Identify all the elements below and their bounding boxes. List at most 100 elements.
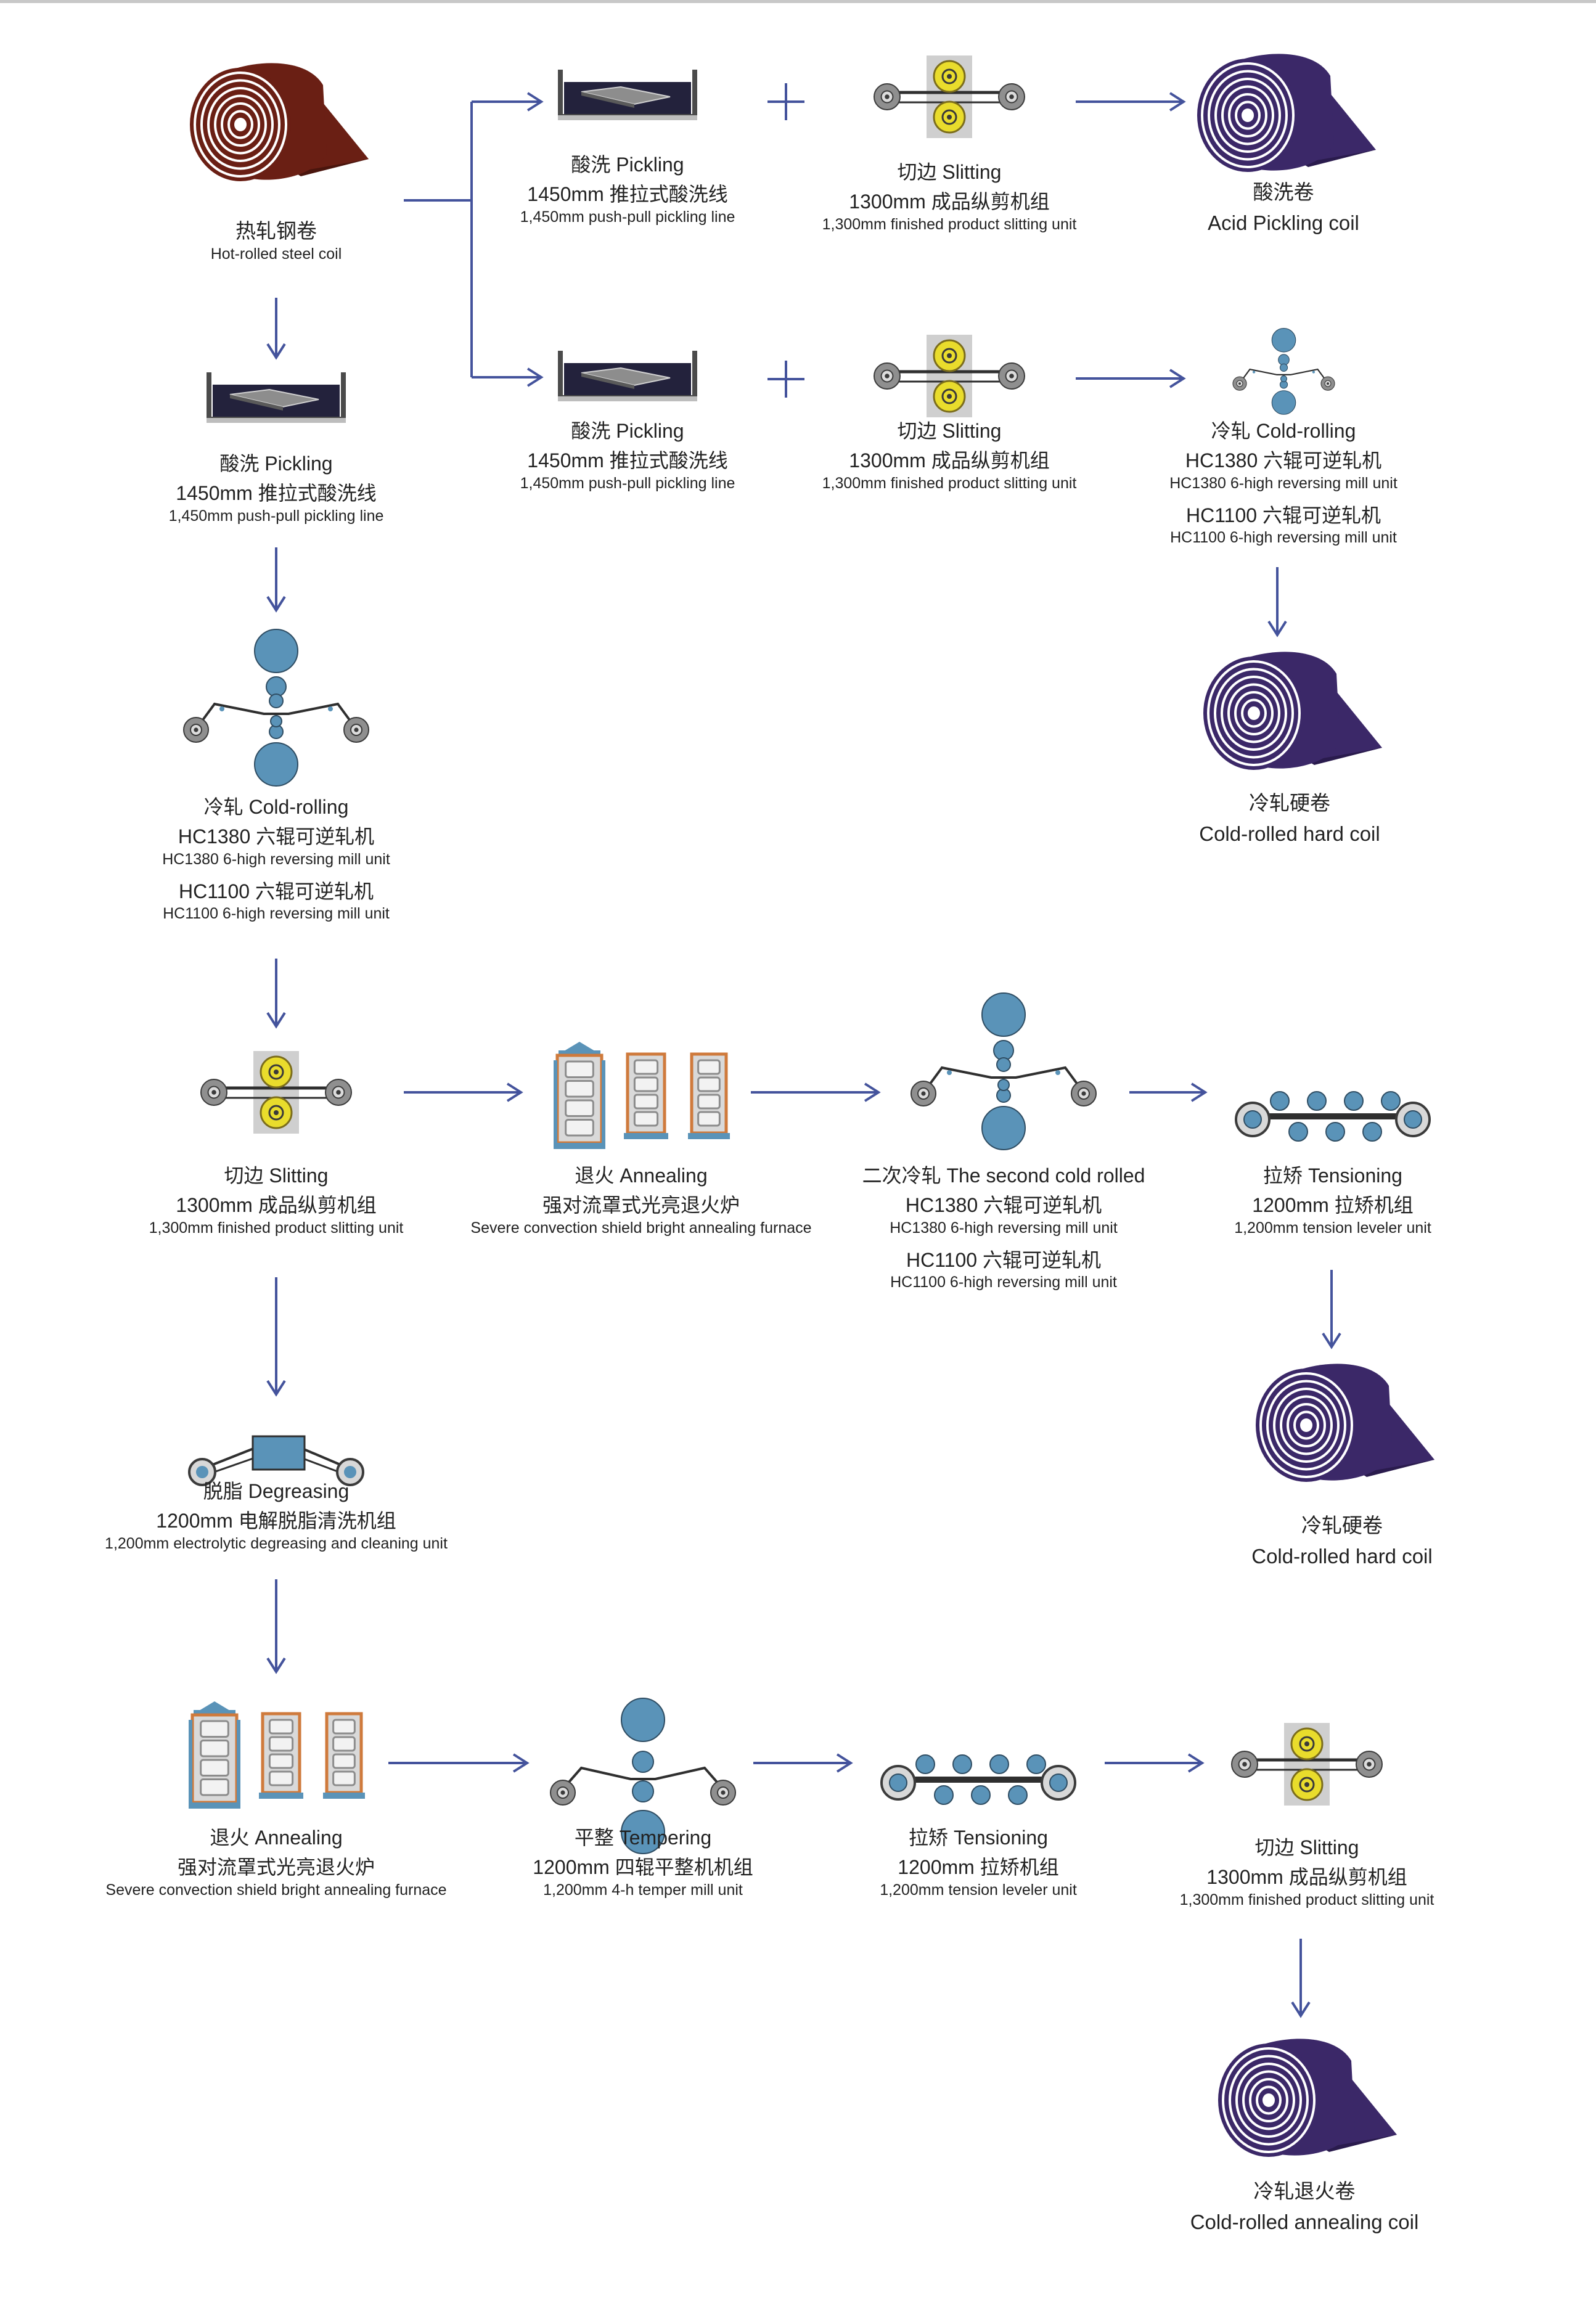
- acid-pickling-coil-caption: 酸洗卷 Acid Pickling coil: [1037, 180, 1530, 235]
- slitting-bottom-spec-zh: 1300mm 成品纵剪机组: [1206, 1866, 1407, 1889]
- arrow-to-tensioning-mid: [1129, 1082, 1208, 1102]
- purple-coil-icon: [1256, 1364, 1434, 1482]
- cold-rolling-left-spec2-en: HC1100 6-high reversing mill unit: [163, 905, 390, 923]
- tensioning-mid-spec-zh: 1200mm 拉矫机组: [1252, 1194, 1414, 1217]
- cold-rolled-hard-coil-1-caption: 冷轧硬卷 Cold-rolled hard coil: [1043, 791, 1536, 846]
- tension-leveler-icon: [880, 1754, 1076, 1805]
- cold-rolled-hard-coil-1-en: Cold-rolled hard coil: [1199, 822, 1380, 845]
- pickling-mid-spec-zh: 1450mm 推拉式酸洗线: [527, 449, 728, 472]
- degreasing-spec-en: 1,200mm electrolytic degreasing and clea…: [105, 1534, 448, 1552]
- plus-pickling-slitting-mid: [767, 361, 804, 398]
- four-high-temper-mill-icon: [550, 1698, 736, 1854]
- slitting-left-caption: 切边 Slitting 1300mm 成品纵剪机组 1,300mm finished…: [30, 1164, 523, 1237]
- slitting-unit-icon: [200, 1051, 352, 1134]
- top-rule: [0, 0, 1596, 3]
- slitting-mid-zh: 切边 Slitting: [897, 420, 1002, 442]
- tensioning-mid-zh: 拉矫 Tensioning: [1263, 1164, 1402, 1187]
- hot-rolled-coil-zh: 热轧钢卷: [235, 219, 317, 242]
- arrow-to-annealing-mid: [404, 1082, 523, 1102]
- arrow-to-second-cold-rolled: [751, 1082, 881, 1102]
- cold-rolled-hard-coil-2-zh: 冷轧硬卷: [1301, 1514, 1383, 1537]
- cold-rolling-left-spec2-zh: HC1100 六辊可逆轧机: [179, 880, 374, 902]
- slitting-mid-spec-en: 1,300mm finished product slitting unit: [822, 474, 1077, 492]
- cold-rolling-right-spec2-en: HC1100 6-high reversing mill unit: [1170, 529, 1397, 547]
- annealing-mid-spec-en: Severe convection shield bright annealin…: [470, 1219, 812, 1237]
- cold-rolling-right-zh: 冷轧 Cold-rolling: [1211, 420, 1356, 442]
- acid-pickling-coil-zh: 酸洗卷: [1253, 181, 1314, 203]
- annealing-mid-caption: 退火 Annealing 强对流罩式光亮退火炉 Severe convection …: [395, 1164, 888, 1237]
- second-cold-rolled-spec-zh: HC1380 六辊可逆轧机: [905, 1194, 1102, 1217]
- second-cold-rolled-zh: 二次冷轧 The second cold rolled: [862, 1164, 1145, 1187]
- slitting-left-spec-en: 1,300mm finished product slitting unit: [149, 1219, 404, 1237]
- arrow-to-tempering: [388, 1753, 530, 1773]
- annealing-bottom-caption: 退火 Annealing 强对流罩式光亮退火炉 Severe convection …: [30, 1826, 523, 1899]
- tensioning-mid-caption: 拉矫 Tensioning 1200mm 拉矫机组 1,200mm tension …: [1086, 1164, 1579, 1237]
- plus-pickling-slitting-top: [767, 83, 804, 120]
- annealing-mid-spec-zh: 强对流罩式光亮退火炉: [542, 1194, 740, 1217]
- slitting-unit-icon: [1231, 1723, 1383, 1806]
- pickling-mid-zh: 酸洗 Pickling: [571, 420, 684, 442]
- slitting-left-spec-zh: 1300mm 成品纵剪机组: [176, 1194, 377, 1217]
- slitting-unit-icon: [874, 335, 1025, 417]
- annealing-bottom-zh: 退火 Annealing: [210, 1826, 343, 1849]
- annealing-bottom-spec-zh: 强对流罩式光亮退火炉: [177, 1856, 375, 1879]
- tensioning-bottom-zh: 拉矫 Tensioning: [909, 1826, 1048, 1849]
- slitting-bottom-spec-en: 1,300mm finished product slitting unit: [1179, 1891, 1434, 1908]
- degreasing-zh: 脱脂 Degreasing: [203, 1480, 350, 1502]
- pickling-tank-icon: [205, 369, 347, 423]
- slitting-left-zh: 切边 Slitting: [224, 1164, 329, 1187]
- annealing-bottom-spec-en: Severe convection shield bright annealin…: [105, 1881, 447, 1899]
- pickling-top-zh: 酸洗 Pickling: [571, 153, 684, 176]
- tempering-caption: 平整 Tempering 1200mm 四辊平整机机组 1,200mm 4-h te…: [396, 1826, 890, 1899]
- arrow-to-cold-rolled-hard-coil-2: [1322, 1270, 1341, 1349]
- annealing-furnace-icon: [554, 1042, 730, 1149]
- arrow-to-cold-rolling-left: [266, 547, 286, 613]
- annealing-mid-zh: 退火 Annealing: [575, 1164, 708, 1187]
- pickling-top-spec-zh: 1450mm 推拉式酸洗线: [527, 183, 728, 206]
- slitting-unit-icon: [874, 55, 1025, 138]
- pickling-main-spec-zh: 1450mm 推拉式酸洗线: [176, 482, 377, 505]
- tempering-spec-en: 1,200mm 4-h temper mill unit: [543, 1881, 743, 1899]
- hot-rolled-coil-en: Hot-rolled steel coil: [210, 245, 342, 263]
- tempering-spec-zh: 1200mm 四辊平整机机组: [533, 1856, 753, 1879]
- cold-rolled-hard-coil-1-zh: 冷轧硬卷: [1249, 792, 1330, 814]
- tensioning-mid-spec-en: 1,200mm tension leveler unit: [1234, 1219, 1431, 1237]
- cold-rolling-left-spec-zh: HC1380 六辊可逆轧机: [178, 825, 375, 848]
- arrow-to-degreasing: [266, 1277, 286, 1397]
- arrow-to-slitting-bottom: [1105, 1753, 1205, 1773]
- acid-pickling-coil-en: Acid Pickling coil: [1208, 211, 1359, 234]
- cold-rolling-right-spec2-zh: HC1100 六辊可逆轧机: [1186, 504, 1381, 526]
- second-cold-rolled-spec2-zh: HC1100 六辊可逆轧机: [906, 1248, 1101, 1271]
- slitting-top-spec-zh: 1300mm 成品纵剪机组: [849, 190, 1050, 213]
- cold-rolling-left-spec-en: HC1380 6-high reversing mill unit: [162, 850, 390, 868]
- arrow-to-acid-pickling-coil: [1076, 92, 1186, 112]
- arrow-to-annealing-bottom: [266, 1579, 286, 1674]
- cold-rolled-hard-coil-2-en: Cold-rolled hard coil: [1251, 1544, 1433, 1568]
- tempering-zh: 平整 Tempering: [574, 1826, 712, 1849]
- arrow-to-cold-rolling-right: [1076, 369, 1186, 388]
- slitting-top-zh: 切边 Slitting: [897, 161, 1002, 183]
- arrow-to-pickling-mid: [472, 367, 544, 387]
- six-high-mill-icon: [911, 992, 1097, 1150]
- purple-coil-icon: [1197, 54, 1376, 172]
- arrow-to-cold-rolled-hard-coil-1: [1267, 567, 1287, 637]
- cold-rolled-hard-coil-2-caption: 冷轧硬卷 Cold-rolled hard coil: [1095, 1513, 1589, 1568]
- tensioning-bottom-spec-en: 1,200mm tension leveler unit: [880, 1881, 1077, 1899]
- hot-coil-icon: [190, 63, 369, 181]
- arrow-to-pickling-main: [266, 298, 286, 360]
- arrow-to-tensioning-bottom: [753, 1753, 853, 1773]
- arrow-to-pickling-top: [472, 92, 544, 112]
- pickling-main-zh: 酸洗 Pickling: [219, 452, 333, 475]
